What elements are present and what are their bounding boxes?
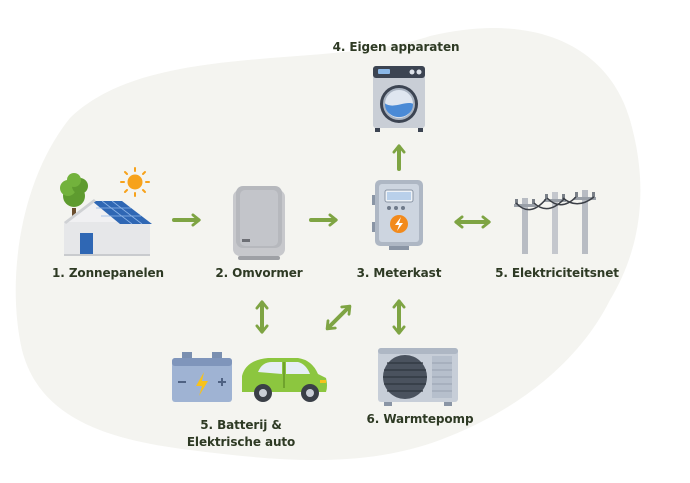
label-heat-pump: 6. Warmtepomp (366, 412, 474, 426)
battery-car-icon (172, 352, 327, 402)
power-lines-icon (514, 190, 596, 254)
label-appliances: 4. Eigen apparaten (332, 40, 460, 54)
label-grid: 5. Elektriciteitsnet (495, 266, 619, 280)
washing-machine-icon (373, 66, 425, 132)
arrow-meter-battery-bidirectional (328, 307, 349, 328)
solar-house-icon (60, 167, 152, 256)
label-inverter: 2. Omvormer (215, 266, 303, 280)
sun-icon (120, 167, 150, 197)
label-meter-cabinet: 3. Meterkast (356, 266, 442, 280)
heat-pump-icon (378, 348, 458, 406)
label-battery-line1: 5. Batterij & (200, 418, 282, 432)
battery-icon (172, 352, 232, 402)
inverter-icon (233, 186, 285, 260)
background-blob (15, 28, 641, 460)
meter-cabinet-icon (372, 180, 423, 250)
label-battery-line2: Elektrische auto (186, 435, 296, 449)
electric-car-icon (242, 358, 327, 402)
label-solar-panels: 1. Zonnepanelen (52, 266, 164, 280)
